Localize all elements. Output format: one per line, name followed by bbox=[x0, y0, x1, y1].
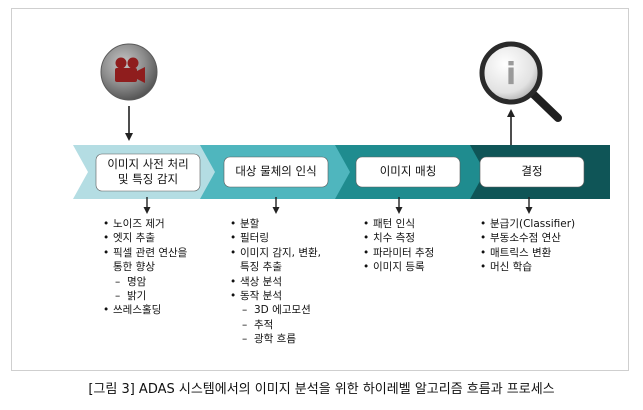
list-item-text: 파라미터 추정 bbox=[373, 246, 435, 259]
bullet: • bbox=[230, 275, 237, 288]
list-item-text: 쓰레스홀딩 bbox=[113, 304, 162, 317]
bullet: • bbox=[103, 304, 110, 317]
stage-2-label: 대상 물체의 인식 bbox=[224, 164, 328, 179]
stage-4-arrow bbox=[525, 197, 533, 214]
figure-caption: [그림 3] ADAS 시스템에서의 이미지 분석을 위한 하이레벨 알고리즘 … bbox=[88, 382, 555, 397]
bullet: • bbox=[363, 232, 370, 245]
list-item: •색상 분석 bbox=[230, 275, 321, 289]
list-item-continuation: 통한 향상 bbox=[103, 260, 187, 274]
dash: – bbox=[242, 333, 248, 346]
list-item-text: 통한 향상 bbox=[113, 261, 155, 274]
stage-4-label: 결정 bbox=[480, 164, 584, 179]
stage-1-label-line-2: 및 특징 감지 bbox=[117, 172, 179, 186]
list-item: •이미지 등록 bbox=[363, 260, 434, 274]
list-subitem: –명암 bbox=[103, 275, 187, 289]
bullet: • bbox=[103, 246, 110, 259]
bullet: • bbox=[230, 218, 237, 230]
stage-3-label-line-1: 이미지 매칭 bbox=[379, 164, 437, 178]
list-item-text: 이미지 등록 bbox=[373, 261, 425, 274]
list-subitem: –추적 bbox=[230, 318, 321, 332]
list-item: •이미지 감지, 변환, bbox=[230, 246, 321, 260]
bullet: • bbox=[480, 232, 487, 245]
list-item: •동작 분석 bbox=[230, 289, 321, 303]
list-item: •엣지 추출 bbox=[103, 231, 187, 245]
output-arrow bbox=[507, 109, 515, 145]
bullet: • bbox=[230, 246, 237, 259]
list-item-text: 특징 추출 bbox=[240, 261, 282, 274]
list-item: •픽셀 관련 연산을 bbox=[103, 246, 187, 260]
list-item-text: 부동소수점 연산 bbox=[490, 232, 561, 245]
list-item-text: 노이즈 제거 bbox=[113, 218, 165, 230]
list-item: •매트릭스 변환 bbox=[480, 246, 575, 260]
bullet: • bbox=[480, 218, 487, 230]
stage-2-list: •분할 •필터링 •이미지 감지, 변환, 특징 추출 •색상 분석 •동작 분… bbox=[230, 217, 321, 347]
list-item: •머신 학습 bbox=[480, 260, 575, 274]
bullet: • bbox=[230, 232, 237, 245]
stage-3-box bbox=[355, 156, 461, 188]
list-item: •분급기(Classifier) bbox=[480, 217, 575, 231]
list-subitem: –3D 에고모션 bbox=[230, 303, 321, 317]
stage-4-box bbox=[479, 156, 585, 188]
list-item-text: 분급기(Classifier) bbox=[490, 218, 576, 230]
stage-2-arrow bbox=[272, 197, 280, 214]
bullet: • bbox=[480, 246, 487, 259]
list-subitem-text: 추적 bbox=[254, 318, 274, 331]
list-item-text: 필터링 bbox=[240, 232, 269, 245]
list-subitem-text: 밝기 bbox=[127, 290, 147, 303]
info-glyph: i bbox=[506, 57, 516, 92]
bullet: • bbox=[230, 290, 237, 303]
list-item: •패턴 인식 bbox=[363, 217, 434, 231]
process-diagram: i bbox=[73, 41, 610, 214]
bullet: • bbox=[363, 246, 370, 259]
list-item: •분할 bbox=[230, 217, 321, 231]
list-subitem: –밝기 bbox=[103, 289, 187, 303]
bullet: • bbox=[103, 232, 110, 245]
list-subitem-text: 3D 에고모션 bbox=[254, 304, 311, 317]
list-item-text: 치수 측정 bbox=[373, 232, 415, 245]
list-item-text: 머신 학습 bbox=[490, 261, 532, 274]
stage-4-list: •분급기(Classifier) •부동소수점 연산 •매트릭스 변환 •머신 … bbox=[480, 217, 575, 275]
input-arrow bbox=[125, 106, 133, 141]
list-item: •필터링 bbox=[230, 231, 321, 245]
list-item: •치수 측정 bbox=[363, 231, 434, 245]
list-item-continuation: 특징 추출 bbox=[230, 260, 321, 274]
stage-1-label-line-1: 이미지 사전 처리 bbox=[107, 157, 189, 171]
list-item: •쓰레스홀딩 bbox=[103, 303, 187, 317]
list-subitem-text: 광학 흐름 bbox=[254, 333, 296, 346]
bullet: • bbox=[363, 261, 370, 274]
list-item-text: 이미지 감지, 변환, bbox=[240, 246, 321, 259]
list-item-text: 매트릭스 변환 bbox=[490, 246, 552, 259]
list-item: •노이즈 제거 bbox=[103, 217, 187, 231]
list-item-text: 엣지 추출 bbox=[113, 232, 155, 245]
list-item-text: 색상 분석 bbox=[240, 275, 282, 288]
dash: – bbox=[115, 290, 121, 303]
list-item-text: 패턴 인식 bbox=[373, 218, 415, 230]
bullet: • bbox=[103, 218, 110, 230]
list-subitem-text: 명암 bbox=[127, 275, 147, 288]
list-item: •부동소수점 연산 bbox=[480, 231, 575, 245]
stage-3-list: •패턴 인식 •치수 측정 •파라미터 추정 •이미지 등록 bbox=[363, 217, 434, 275]
bullet: • bbox=[363, 218, 370, 230]
dash: – bbox=[115, 275, 121, 288]
stage-1-arrow bbox=[143, 197, 151, 214]
dash: – bbox=[242, 318, 248, 331]
stage-3-arrow bbox=[395, 197, 403, 214]
list-subitem: –광학 흐름 bbox=[230, 332, 321, 346]
stage-1-list: •노이즈 제거 •엣지 추출 •픽셀 관련 연산을 통한 향상 –명암 –밝기 … bbox=[103, 217, 187, 318]
stage-1-box bbox=[95, 153, 201, 192]
stage-2-label-line-1: 대상 물체의 인식 bbox=[235, 164, 317, 178]
list-item: •파라미터 추정 bbox=[363, 246, 434, 260]
stage-4-label-line-1: 결정 bbox=[521, 164, 543, 178]
stage-2-box bbox=[223, 156, 329, 188]
magnifier-info-icon: i bbox=[479, 41, 562, 122]
stage-1-label: 이미지 사전 처리 및 특징 감지 bbox=[96, 157, 200, 187]
list-item-text: 동작 분석 bbox=[240, 290, 282, 303]
stage-3-label: 이미지 매칭 bbox=[356, 164, 460, 179]
list-item-text: 분할 bbox=[240, 218, 260, 230]
movie-camera-icon bbox=[100, 43, 158, 101]
list-item-text: 픽셀 관련 연산을 bbox=[113, 246, 188, 259]
dash: – bbox=[242, 304, 248, 317]
bullet: • bbox=[480, 261, 487, 274]
